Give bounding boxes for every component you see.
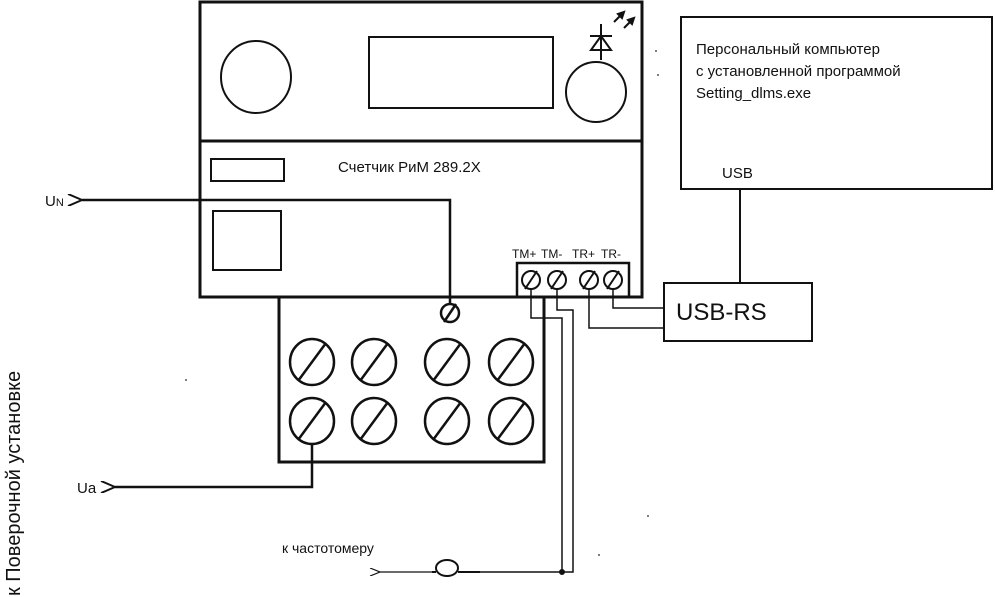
freq-meter-label: к частотомеру: [282, 540, 374, 556]
pc-line-1: Персональный компьютер: [696, 41, 880, 58]
usb-rs-converter: USB-RS: [663, 282, 813, 342]
pc-usb-label: USB: [722, 165, 753, 182]
label-plate: [210, 158, 285, 182]
tr-plus-wire: [588, 289, 664, 329]
terminal-label-tm-minus: TM-: [541, 247, 562, 261]
pc-box: Персональный компьютер с установленной п…: [680, 16, 993, 190]
usb-rs-label: USB-RS: [676, 299, 767, 326]
pc-line-2: с установленной программой: [696, 63, 901, 80]
ua-label: Ua: [77, 480, 97, 497]
tr-minus-wire: [612, 289, 664, 309]
terminal-screw-icon: [288, 302, 535, 446]
optical-port-circle: [220, 40, 292, 114]
interface-terminal-block: TM+ TM- TR+ TR-: [512, 247, 631, 299]
ua-wire: [115, 444, 314, 487]
side-label: к Поверочной установке: [3, 371, 25, 596]
tm-minus-wire: [480, 289, 574, 573]
power-terminal-block: [277, 295, 546, 464]
terminal-label-tr-plus: TR+: [572, 247, 595, 261]
tm-plus-wire: [530, 289, 563, 572]
coil-icon: [432, 559, 480, 577]
junction-dot: [559, 569, 565, 575]
terminal-label-tr-minus: TR-: [601, 247, 621, 261]
meter-title: Счетчик РиМ 289.2Х: [338, 159, 481, 176]
terminal-cover-window: [212, 210, 282, 271]
led-diode-icon: [589, 10, 636, 60]
wiring: [82, 189, 741, 575]
un-label: UN: [45, 193, 64, 210]
lcd-display: [368, 36, 554, 109]
button-circle: [565, 61, 627, 123]
meter-middle-panel: Счетчик РиМ 289.2Х: [198, 139, 644, 299]
terminal-screw-icon: [521, 270, 623, 290]
pc-line-3: Setting_dlms.exe: [696, 85, 811, 102]
scan-specks: [185, 50, 659, 556]
un-wire: [82, 200, 452, 304]
meter-top-panel: [198, 0, 644, 143]
terminal-label-tm-plus: TM+: [512, 247, 536, 261]
